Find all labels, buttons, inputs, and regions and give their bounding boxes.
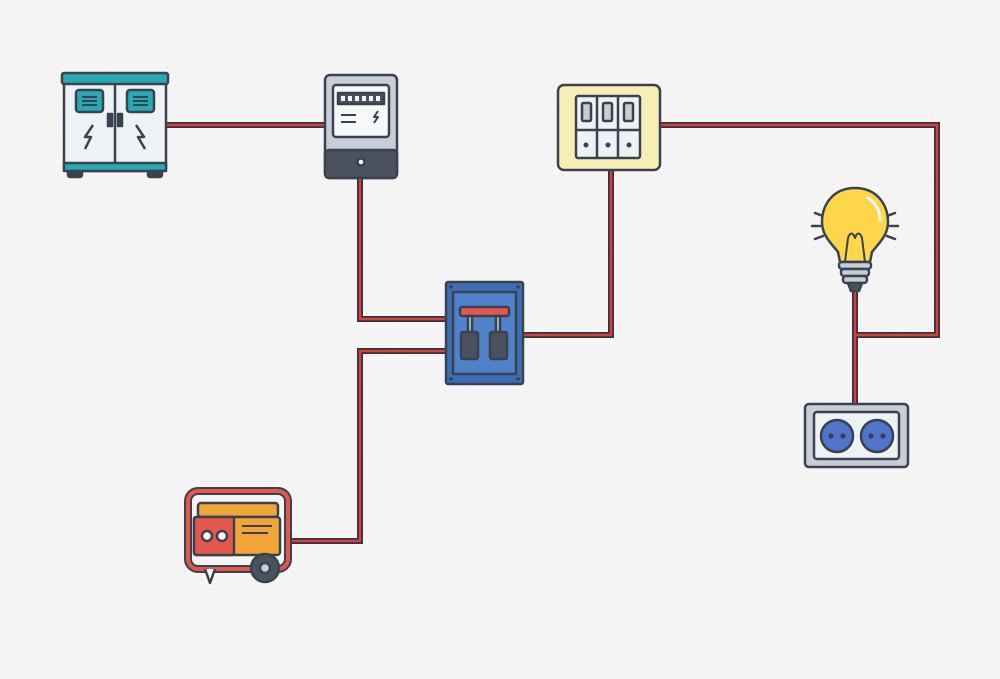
circuit-breaker-panel-icon: [556, 83, 662, 172]
wire-breaker-panel-to-bulb: [660, 122, 940, 338]
wire-generator-to-switch: [290, 348, 447, 544]
wire-switch-to-breaker-panel: [523, 170, 614, 338]
light-bulb-icon: [810, 186, 900, 293]
power-socket-icon: [803, 402, 910, 469]
distribution-cabinet-icon: [60, 71, 170, 179]
wire-meter-to-switch: [357, 178, 447, 322]
electric-meter-icon: [323, 73, 399, 180]
wires: [165, 122, 940, 544]
portable-generator-icon: [184, 487, 292, 585]
transfer-switch-icon: [444, 280, 525, 386]
